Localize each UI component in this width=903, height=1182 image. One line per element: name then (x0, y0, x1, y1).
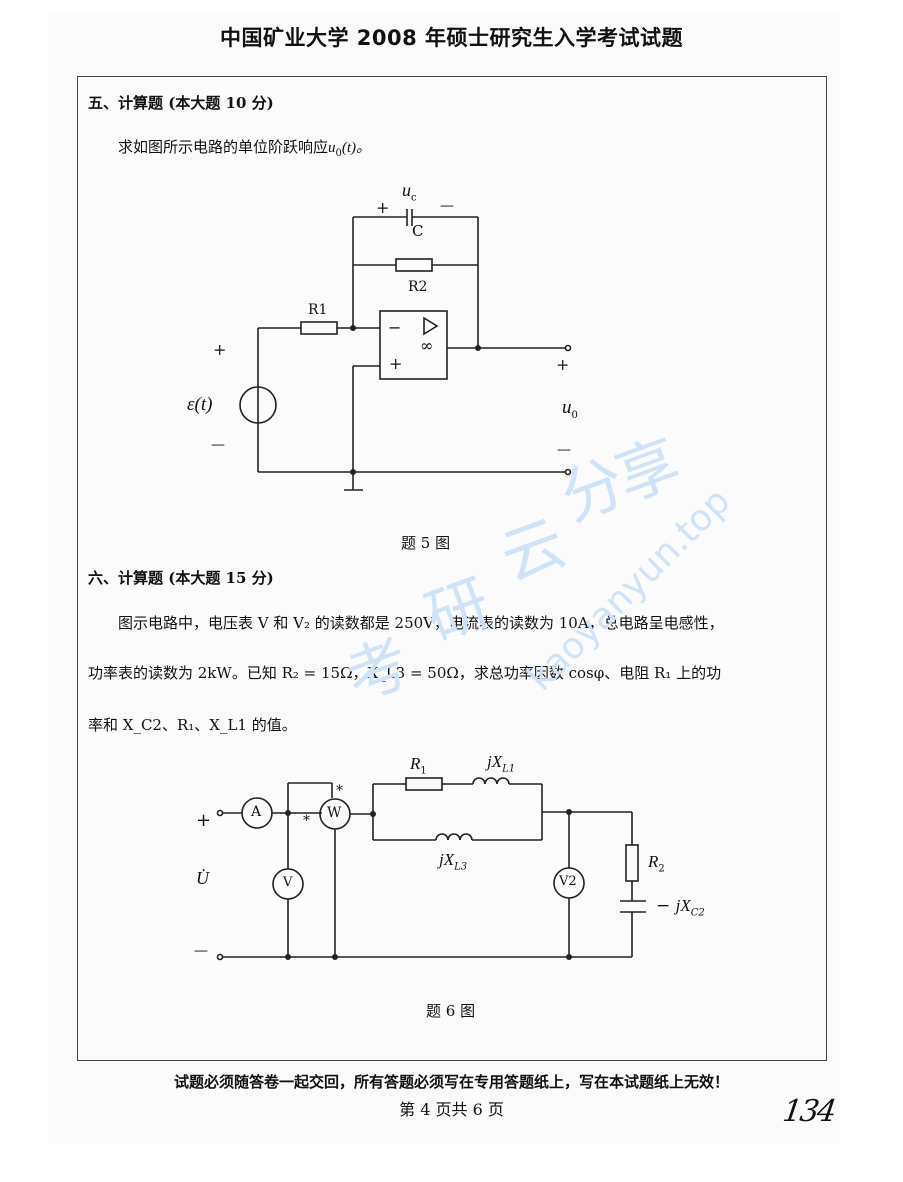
r2-label: R2 (648, 852, 665, 875)
scanned-page (48, 12, 840, 1144)
cap-plus: + (376, 198, 390, 217)
cap-minus: — (440, 198, 454, 214)
voltmeter2-label: V2 (559, 874, 577, 889)
uc-label: uc (402, 180, 417, 204)
problem5-prompt: 求如图所示电路的单位阶跃响应u0(t)。 (118, 136, 371, 159)
figure6-caption: 题 6 图 (426, 1002, 476, 1020)
xl1-label: jXL1 (487, 752, 516, 775)
prompt-sub: 0 (335, 148, 342, 159)
handwritten-number: 134 (780, 1094, 837, 1129)
opamp-plus: + (389, 354, 403, 373)
output-label: u0 (562, 396, 578, 421)
prompt-suffix: (t)。 (341, 140, 372, 156)
question-frame (77, 76, 827, 1061)
uc-var: u (402, 180, 411, 200)
wattmeter-label: W (327, 805, 342, 821)
ammeter-label: A (251, 804, 262, 820)
page-number: 第 4 页共 6 页 (399, 1100, 504, 1119)
opamp-minus: − (388, 318, 402, 337)
wattmeter-star-top: * (336, 783, 343, 799)
xc2-label: − jXC2 (656, 896, 705, 919)
problem6-heading: 六、计算题 (本大题 15 分) (88, 569, 274, 587)
prompt-text: 求如图所示电路的单位阶跃响应 (118, 138, 329, 156)
problem5-heading: 五、计算题 (本大题 10 分) (88, 94, 274, 112)
u-phasor: U̇ (196, 868, 209, 888)
voltmeter-label: V (283, 875, 293, 890)
epsilon-t: ε(t) (187, 394, 213, 415)
opamp-gain: ∞ (420, 336, 434, 355)
source-plus: + (213, 340, 227, 359)
prompt-var: u (328, 140, 336, 156)
r2-label: R2 (408, 279, 428, 295)
figure5-caption: 题 5 图 (401, 534, 451, 552)
source-minus: — (194, 943, 208, 959)
source-label: ε(t) (187, 393, 212, 416)
exam-title: 中国矿业大学 2008 年硕士研究生入学考试试题 (219, 26, 684, 50)
problem6-line2: 功率表的读数为 2kW。已知 R₂ = 15Ω，X_L3 = 50Ω，求总功率因… (88, 664, 722, 682)
source-label: U̇ (196, 868, 209, 889)
output-minus: — (557, 442, 571, 458)
r1-label: R1 (308, 302, 328, 318)
output-plus: + (556, 355, 570, 374)
r1-label: R1 (410, 754, 427, 777)
wattmeter-star-left: * (303, 813, 310, 829)
u0-var: u (562, 397, 572, 418)
footer-notice: 试题必须随答卷一起交回，所有答题必须写在专用答题纸上，写在本试题纸上无效！ (173, 1073, 729, 1091)
source-plus: + (196, 810, 212, 831)
capacitor-label: C (412, 222, 424, 240)
u0-sub: 0 (571, 409, 578, 421)
problem6-line1: 图示电路中，电压表 V 和 V₂ 的读数都是 250V，电流表的读数为 10A，… (118, 614, 724, 632)
source-minus: — (211, 437, 225, 453)
problem6-line3: 率和 X_C2、R₁、X_L1 的值。 (88, 716, 297, 734)
uc-sub: c (411, 192, 417, 204)
xl3-label: jXL3 (439, 850, 468, 873)
